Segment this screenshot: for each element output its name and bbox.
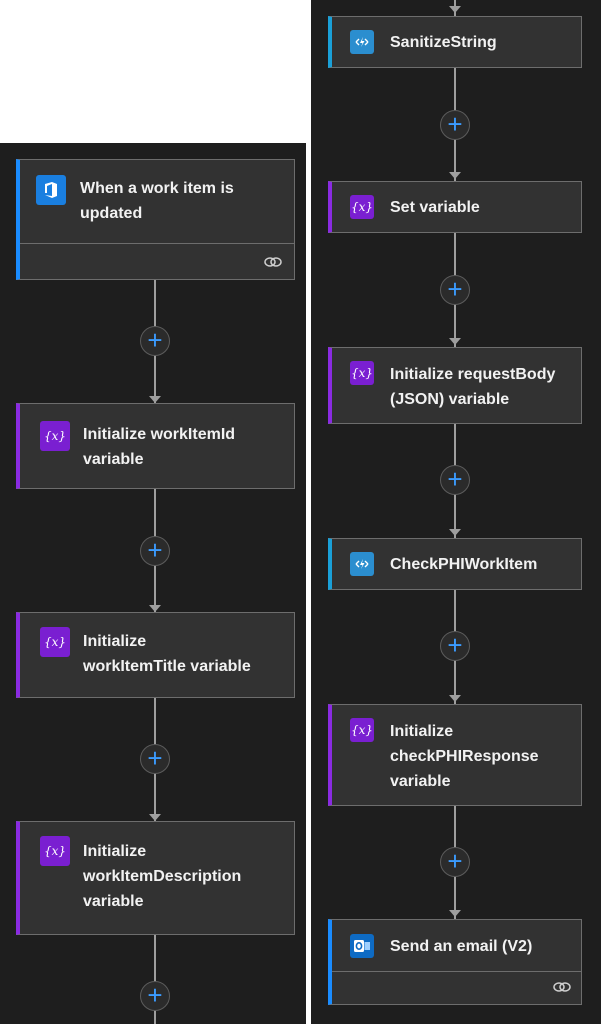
step-title-line: (JSON) variable xyxy=(390,391,510,408)
variable-braces-icon: {x} xyxy=(350,195,374,219)
insert-step-button[interactable]: + xyxy=(440,465,470,495)
card-divider xyxy=(332,971,581,972)
step-card-checkphiworkitem[interactable]: CheckPHIWorkItem xyxy=(328,538,582,590)
variable-braces-icon: {x} xyxy=(350,718,374,742)
azure-devops-icon xyxy=(36,175,66,205)
step-title-line: workItemDescription xyxy=(83,868,242,885)
step-title-line: When a work item is xyxy=(80,180,234,197)
azure-function-icon-glyph xyxy=(355,37,369,47)
step-title: Initialize requestBody (JSON) variable xyxy=(390,362,555,412)
link-icon[interactable] xyxy=(263,256,283,268)
variable-braces-icon: {x} xyxy=(350,361,374,385)
insert-step-button[interactable]: + xyxy=(140,536,170,566)
step-card-sanitizestring[interactable]: SanitizeString xyxy=(328,16,582,68)
step-title-line: Initialize xyxy=(390,723,454,740)
step-card-initialize-workitemtitle[interactable]: {x} Initialize workItemTitle variable xyxy=(16,612,295,698)
step-title: Send an email (V2) xyxy=(390,934,532,959)
connector-arrow xyxy=(149,814,161,821)
insert-step-button[interactable]: + xyxy=(440,275,470,305)
azure-function-icon xyxy=(350,30,374,54)
step-title-line: Initialize workItemId xyxy=(83,426,236,443)
step-title-line: checkPHIResponse xyxy=(390,748,539,765)
step-title-line: variable xyxy=(83,893,144,910)
step-title-line: updated xyxy=(80,205,143,222)
step-title-line: variable xyxy=(83,451,144,468)
connector-arrow xyxy=(149,396,161,403)
connector-arrow xyxy=(449,172,461,179)
step-title-line: SanitizeString xyxy=(390,34,497,51)
outlook-icon-glyph xyxy=(354,940,370,952)
connector-arrow xyxy=(449,529,461,536)
flow-canvas-left: + + + + When a work item is updated {x} … xyxy=(0,143,306,1024)
outlook-icon xyxy=(350,934,374,958)
step-card-initialize-requestbody[interactable]: {x} Initialize requestBody (JSON) variab… xyxy=(328,347,582,424)
step-title: Initialize workItemId variable xyxy=(83,422,235,472)
step-title-line: Set variable xyxy=(390,199,480,216)
insert-step-button[interactable]: + xyxy=(140,744,170,774)
azure-function-icon xyxy=(350,552,374,576)
insert-step-button[interactable]: + xyxy=(140,326,170,356)
flow-canvas-right: + + + + + SanitizeString {x} Set variabl… xyxy=(311,0,601,1024)
step-title: Set variable xyxy=(390,195,480,220)
step-card-initialize-checkphiresponse[interactable]: {x} Initialize checkPHIResponse variable xyxy=(328,704,582,806)
variable-braces-icon: {x} xyxy=(40,836,70,866)
step-title: When a work item is updated xyxy=(80,176,234,226)
connector-arrow xyxy=(149,605,161,612)
card-divider xyxy=(20,243,294,244)
step-title-line: CheckPHIWorkItem xyxy=(390,556,538,573)
connector-arrow xyxy=(449,695,461,702)
step-title: SanitizeString xyxy=(390,30,497,55)
step-card-send-an-email[interactable]: Send an email (V2) xyxy=(328,919,582,1005)
connector-arrow xyxy=(449,910,461,917)
step-title-line: Send an email (V2) xyxy=(390,938,533,955)
step-card-set-variable[interactable]: {x} Set variable xyxy=(328,181,582,233)
step-title: Initialize workItemDescription variable xyxy=(83,839,241,914)
step-card-initialize-workitemdescription[interactable]: {x} Initialize workItemDescription varia… xyxy=(16,821,295,935)
step-title-line: variable xyxy=(390,773,451,790)
insert-step-button[interactable]: + xyxy=(140,981,170,1011)
variable-braces-icon: {x} xyxy=(40,627,70,657)
step-title: Initialize checkPHIResponse variable xyxy=(390,719,539,794)
step-title: CheckPHIWorkItem xyxy=(390,552,537,577)
step-title: Initialize workItemTitle variable xyxy=(83,629,251,679)
step-title-line: Initialize xyxy=(83,633,147,650)
link-icon[interactable] xyxy=(552,981,572,993)
step-card-initialize-workitemid[interactable]: {x} Initialize workItemId variable xyxy=(16,403,295,489)
azure-devops-icon-glyph xyxy=(45,182,57,198)
insert-step-button[interactable]: + xyxy=(440,110,470,140)
step-title-line: workItemTitle variable xyxy=(83,658,251,675)
connector-line xyxy=(154,935,156,1024)
step-card-when-work-item-updated[interactable]: When a work item is updated xyxy=(16,159,295,280)
variable-braces-icon: {x} xyxy=(40,421,70,451)
connector-arrow xyxy=(449,6,461,13)
insert-step-button[interactable]: + xyxy=(440,847,470,877)
azure-function-icon-glyph xyxy=(355,559,369,569)
step-title-line: Initialize requestBody xyxy=(390,366,556,383)
insert-step-button[interactable]: + xyxy=(440,631,470,661)
connector-arrow xyxy=(449,338,461,345)
step-title-line: Initialize xyxy=(83,843,147,860)
